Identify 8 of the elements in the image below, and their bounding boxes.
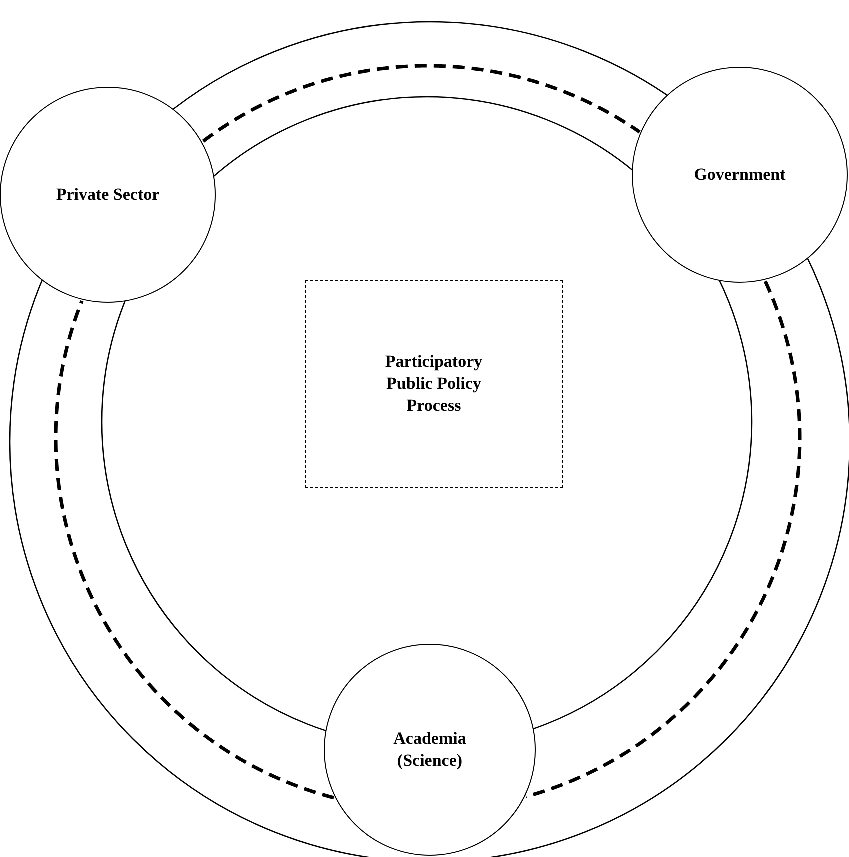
dashed-arc-connector — [202, 64, 641, 143]
node-label: Private Sector — [56, 184, 160, 206]
node-label: Academia (Science) — [392, 728, 468, 772]
node-label: Participatory Public Policy Process — [384, 350, 484, 418]
node-label: Government — [694, 164, 786, 186]
process-box — [305, 280, 563, 488]
dashed-arc-connector — [526, 280, 802, 799]
dashed-arc-connector — [54, 300, 335, 800]
